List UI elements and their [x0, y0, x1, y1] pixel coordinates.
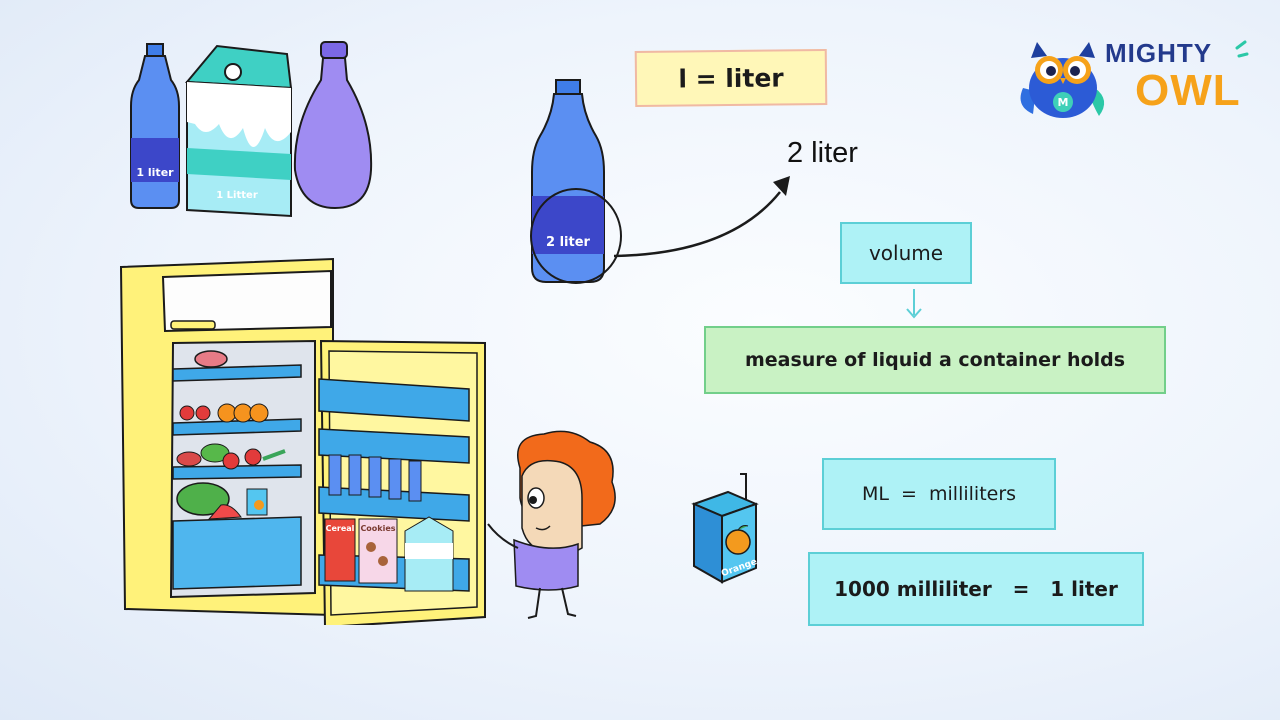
water-bottle-icon: 1 liter — [130, 43, 180, 209]
two-liter-callout: 2 liter — [787, 137, 858, 169]
water-bottle-label: 1 liter — [136, 166, 174, 179]
volume-definition-text: measure of liquid a container holds — [744, 349, 1126, 371]
magnify-circle — [530, 188, 622, 284]
brand-line-2: OWL — [1135, 66, 1241, 115]
volume-definition-card: measure of liquid a container holds — [704, 326, 1166, 394]
brand-line-1: MIGHTY — [1105, 38, 1213, 68]
owl-badge-letter: M — [1058, 96, 1069, 109]
conversion-card: 1000 milliliter = 1 liter — [808, 552, 1144, 626]
cookies-label: Cookies — [360, 524, 395, 533]
two-liter-bottle-label: 2 liter — [546, 235, 591, 250]
liter-definition-text: l = liter — [678, 62, 784, 94]
liter-definition-card: l = liter — [634, 48, 828, 108]
milk-carton-label: 1 Litter — [216, 190, 258, 201]
fridge-illustration: Cereal Cookies — [119, 257, 486, 625]
volume-text: volume — [868, 241, 944, 265]
orange-juice-box-icon: Orange — [691, 473, 759, 584]
owl-mascot-icon: M — [1020, 40, 1249, 118]
ml-definition-text: ML = milliliters — [861, 483, 1017, 505]
volume-card: volume — [840, 222, 972, 284]
containers-illustration: 1 liter 1 Litter — [130, 41, 373, 218]
milk-carton-icon: 1 Litter — [184, 44, 293, 218]
mighty-owl-logo: M MIGHTY OWL — [1015, 36, 1250, 126]
down-arrow-icon — [906, 289, 922, 319]
conversion-text: 1000 milliliter = 1 liter — [834, 577, 1118, 601]
kid-character-icon — [487, 430, 616, 619]
ml-definition-card: ML = milliliters — [822, 458, 1056, 530]
two-liter-bottle-illustration: 2 liter — [530, 79, 622, 284]
cereal-label: Cereal — [326, 524, 355, 533]
purple-bottle-icon — [293, 41, 373, 210]
curved-arrow-icon — [613, 176, 790, 258]
